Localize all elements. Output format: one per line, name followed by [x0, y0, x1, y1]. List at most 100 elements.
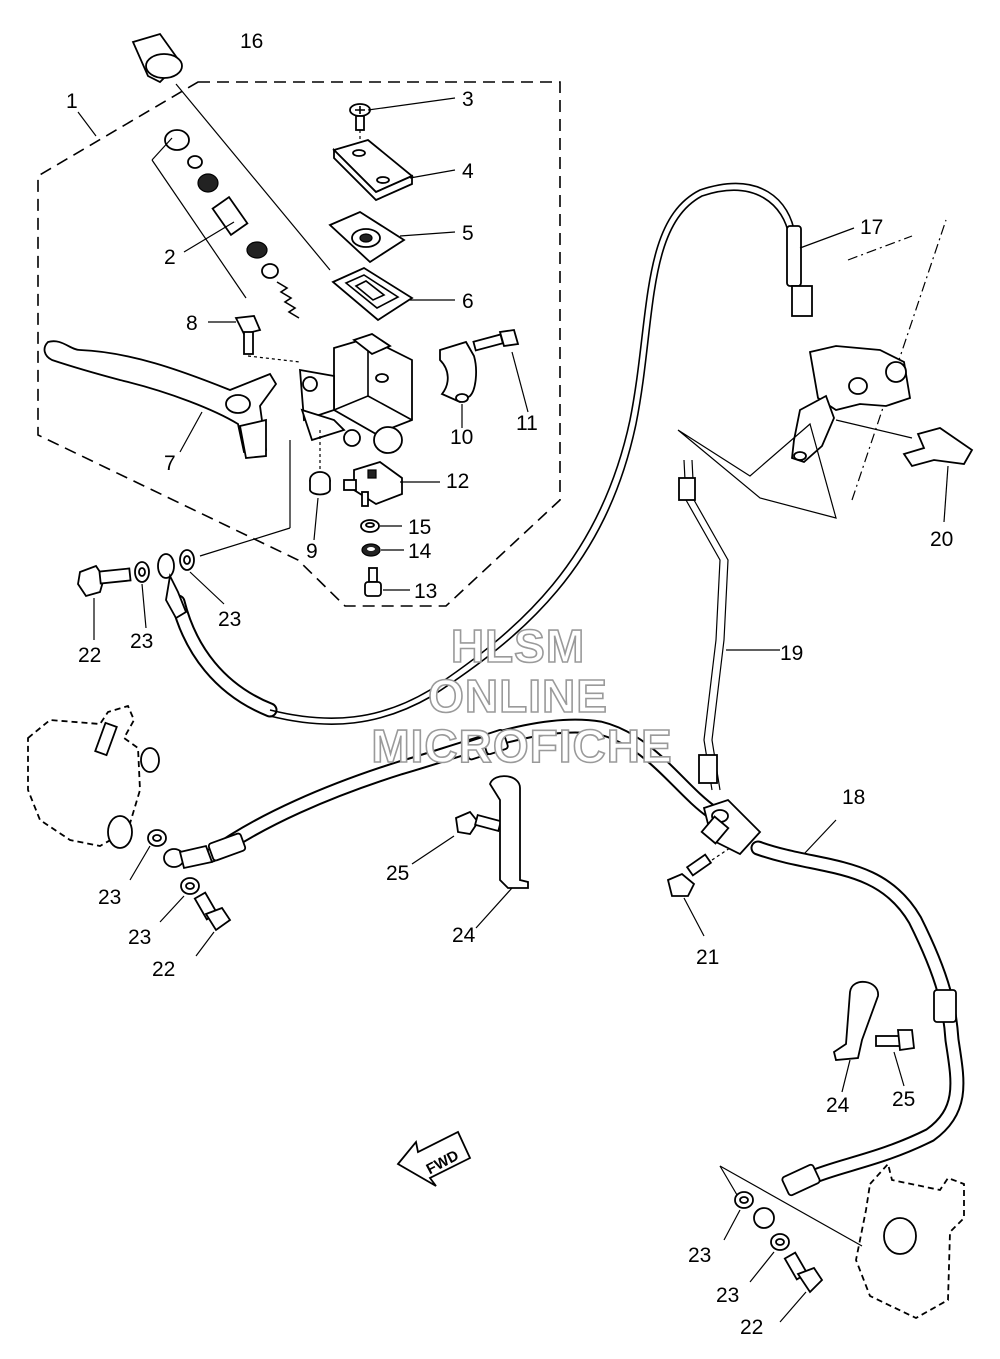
part-10-clamp	[439, 340, 477, 404]
leader-22b	[195, 931, 215, 957]
callout-25-right: 25	[892, 1088, 915, 1111]
part-11-bolt	[472, 328, 520, 352]
leader-25b	[893, 1051, 905, 1087]
master-cylinder-body	[299, 333, 413, 454]
callout-22-left: 22	[152, 958, 175, 981]
hose-banjo-upper	[157, 553, 188, 620]
callout-20: 20	[930, 528, 953, 551]
part-9-nut	[309, 430, 331, 496]
callout-13: 13	[414, 580, 437, 603]
right-caliper	[855, 1162, 965, 1320]
leader-4	[409, 169, 456, 179]
part-23-washer-upper-b	[179, 549, 195, 571]
rear-master-cylinder	[791, 219, 947, 501]
callout-12: 12	[446, 470, 469, 493]
leader-2	[183, 221, 235, 253]
leader-22c	[779, 1291, 807, 1323]
callout-23-right-b: 23	[716, 1284, 739, 1307]
part-6-diaphragm	[331, 266, 414, 322]
callout-24-right: 24	[826, 1094, 850, 1117]
callout-7: 7	[164, 452, 176, 475]
watermark-line-2: ONLINE	[428, 670, 608, 722]
callout-19: 19	[780, 642, 803, 665]
leader-23c	[129, 845, 151, 881]
callout-11: 11	[516, 412, 538, 435]
part-24-bracket-right	[832, 981, 879, 1061]
hose-18-ferrule-bottom	[781, 1163, 821, 1197]
watermark-line-1: HLSM	[451, 620, 585, 672]
callout-21: 21	[696, 946, 719, 969]
callout-8: 8	[186, 312, 198, 335]
leader-17	[799, 227, 855, 249]
part-24-bracket-mid	[489, 775, 529, 889]
part-15-washer	[360, 519, 380, 533]
leader-23d	[159, 895, 185, 923]
part-23-washer-upper-a	[134, 561, 150, 583]
leader-23b	[189, 571, 225, 605]
callout-22-right: 22	[740, 1316, 763, 1339]
part-5-diaphragm-plate	[328, 210, 406, 264]
pipe-19-route-outline	[677, 422, 837, 519]
watermark-line-3: MICROFICHE	[371, 720, 672, 772]
hose-17-end	[791, 285, 813, 317]
part-12-brake-switch	[343, 461, 403, 507]
part-21-bolt	[666, 853, 713, 897]
callout-10: 10	[450, 426, 473, 449]
callout-4: 4	[462, 160, 474, 183]
hose-banjo-right	[753, 1207, 775, 1229]
leader-20-pointer	[835, 419, 913, 439]
part-23-washer-right-a	[734, 1191, 754, 1209]
leader-5	[399, 231, 456, 237]
callout-18: 18	[842, 786, 865, 809]
callout-15: 15	[408, 516, 431, 539]
part-22-banjo-bolt-left	[193, 891, 232, 932]
axis-right-caliper	[719, 1165, 863, 1247]
leader-24b	[841, 1059, 851, 1093]
part-22-banjo-bolt-right	[783, 1251, 824, 1294]
part-25-bolt-mid	[455, 810, 502, 835]
leader-7	[179, 411, 203, 453]
callout-3: 3	[462, 88, 474, 111]
leader-20	[943, 465, 949, 523]
axis-21	[711, 847, 731, 861]
callout-23-upper-a: 23	[130, 630, 153, 653]
part-23-washer-right-b	[770, 1233, 790, 1251]
left-caliper	[27, 704, 160, 849]
hose-17-fitting	[786, 225, 802, 287]
pipe-19-upper-nut	[678, 477, 696, 501]
callout-23-left-a: 23	[98, 886, 121, 909]
tee-joint	[700, 798, 762, 856]
part-23-washer-left-b	[180, 877, 200, 895]
watermark: HLSM ONLINE MICROFICHE	[371, 619, 673, 773]
callout-2: 2	[164, 246, 176, 269]
leader-21	[683, 897, 705, 937]
callout-labels: 16 1 3 4 5 2 6 8 11 10 7 12 15 9 14 13 2…	[66, 30, 953, 1339]
callout-16: 16	[240, 30, 263, 53]
leader-9	[313, 497, 319, 541]
leader-23a	[141, 583, 147, 629]
part-23-washer-left-a	[147, 829, 167, 847]
leader-18	[803, 819, 837, 855]
callout-22-upper: 22	[78, 644, 101, 667]
callout-14: 14	[408, 540, 432, 563]
pipe-19-lower-nut	[698, 754, 718, 784]
callout-25-mid: 25	[386, 862, 409, 885]
part-16-grip-cover	[131, 32, 183, 84]
hose-18-ferrule-right	[933, 989, 957, 1023]
leader-1	[77, 111, 97, 137]
part-8-pivot-bolt	[234, 315, 301, 363]
hose-18-ferrule-mid-b	[481, 728, 509, 756]
leader-23f	[749, 1251, 775, 1283]
callout-23-upper-b: 23	[218, 608, 241, 631]
callout-17: 17	[860, 216, 883, 239]
callout-24-mid: 24	[452, 924, 476, 947]
part-4-cap	[332, 139, 414, 202]
leader-24a	[475, 887, 513, 929]
callout-23-left-b: 23	[128, 926, 151, 949]
callout-9: 9	[306, 540, 318, 563]
brake-pipe-19	[678, 459, 729, 791]
callout-6: 6	[462, 290, 474, 313]
leader-16-assembly	[175, 83, 331, 271]
brake-hose-17	[269, 182, 813, 725]
